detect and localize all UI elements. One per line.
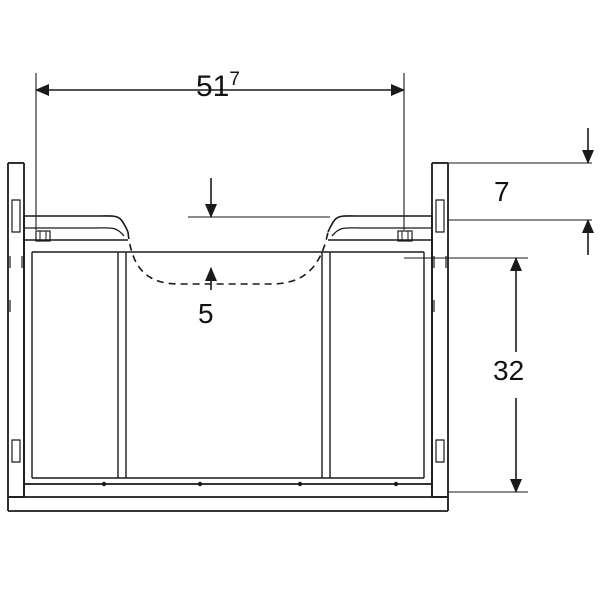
inner-dividers — [117, 252, 331, 478]
dimension-label-recess-depth: 5 — [198, 298, 214, 329]
dimension-label-overall-width: 517 — [196, 70, 240, 104]
cabinet-outline — [7, 162, 449, 512]
dimension-label-top-gap: 7 — [494, 176, 510, 207]
cabinet-body — [23, 240, 433, 485]
recess-dashed-cutout — [127, 231, 329, 285]
right-side-panel — [431, 162, 449, 498]
top-rail-hardware — [35, 230, 413, 242]
dimension-label-body-height: 32 — [493, 355, 525, 386]
left-side-panel — [7, 162, 25, 498]
dim-recess-5 — [188, 178, 330, 290]
dimension-value-width-superscript: 7 — [229, 69, 240, 90]
dimension-value-width-main: 51 — [196, 70, 230, 103]
dimension-lines — [35, 73, 594, 493]
dim-top-gap-7 — [448, 128, 594, 255]
base-plinth — [7, 484, 449, 512]
dim-body-height-32 — [404, 257, 528, 493]
drawer-front-top-edge — [23, 215, 433, 241]
dim-overall-width — [35, 73, 405, 230]
base-fixing-dots — [101, 481, 399, 487]
